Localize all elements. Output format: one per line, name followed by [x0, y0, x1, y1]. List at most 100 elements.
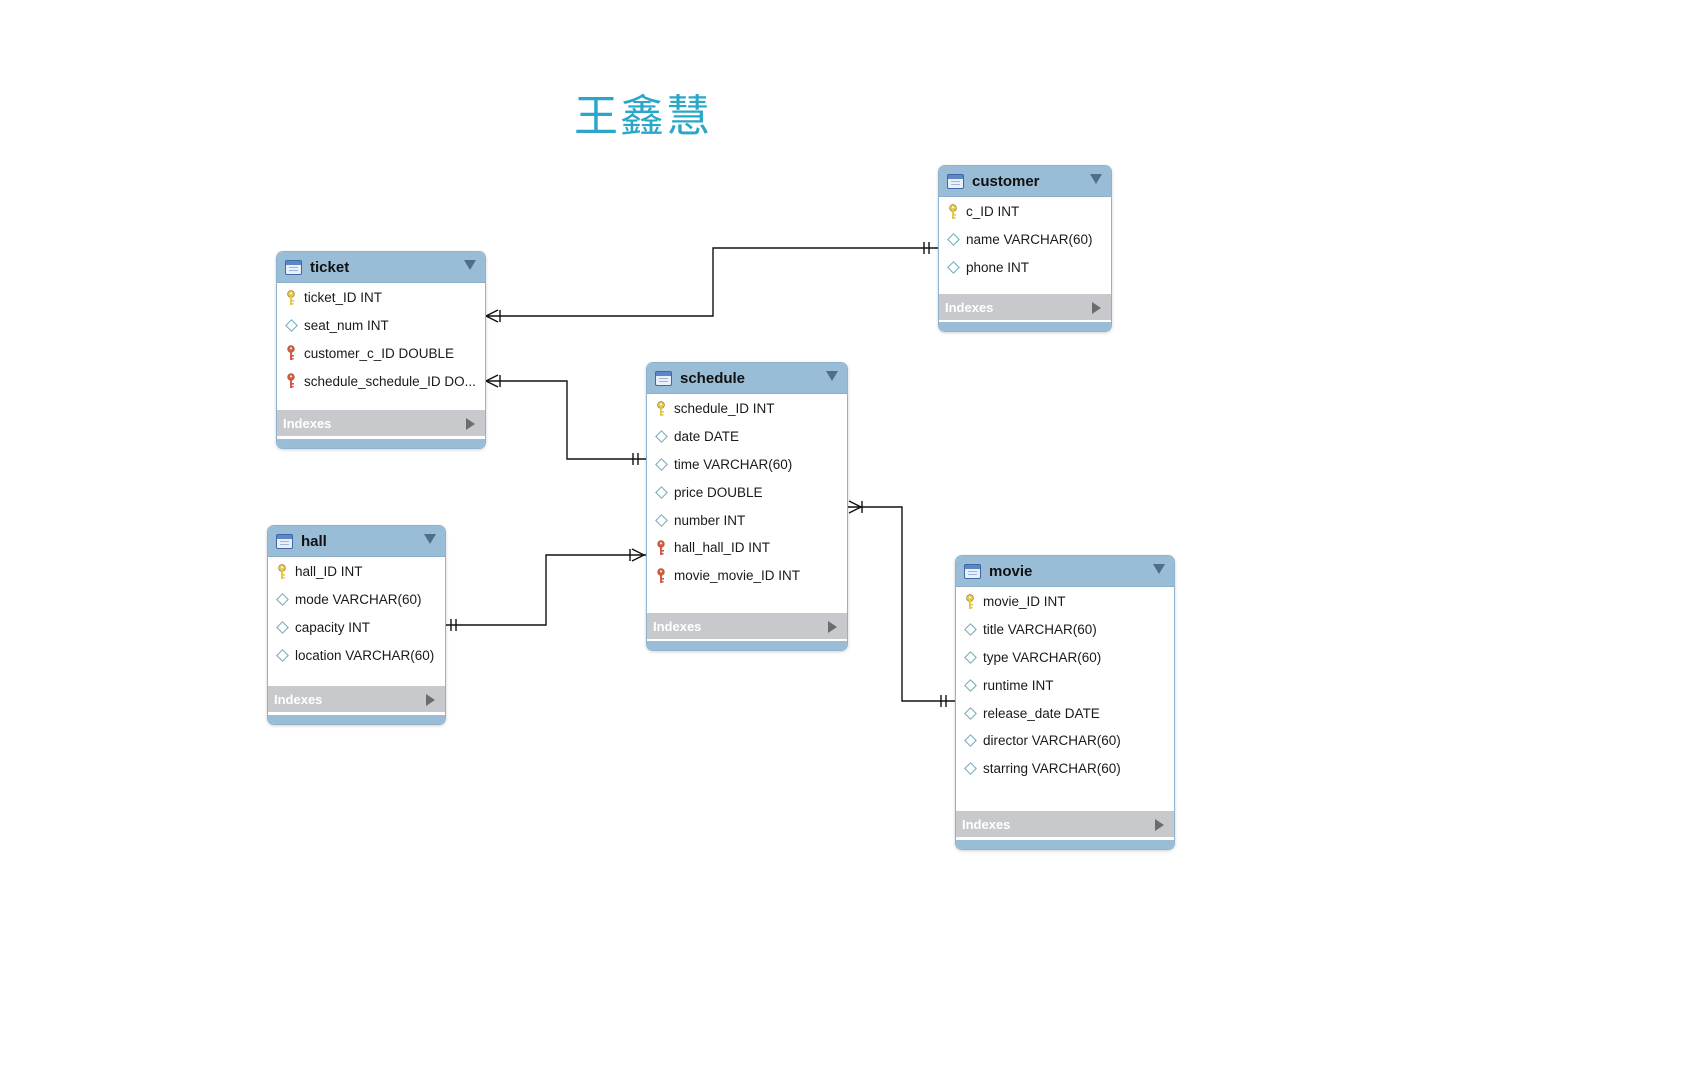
table-ticket[interactable]: ticket ticket_ID INT seat_num INT customer…: [276, 251, 486, 449]
column-row[interactable]: price DOUBLE: [647, 478, 847, 506]
indexes-section[interactable]: Indexes: [277, 410, 485, 436]
collapse-arrow-icon[interactable]: [1153, 564, 1165, 574]
table-customer[interactable]: customer c_ID INT name VARCHAR(60) phone I…: [938, 165, 1112, 332]
column-icon: [653, 540, 669, 556]
column-icon: [962, 762, 978, 776]
primary-key-icon: [278, 564, 286, 579]
table-header[interactable]: hall: [268, 526, 445, 557]
column-diamond-icon: [963, 678, 977, 692]
column-icon: [945, 204, 961, 220]
expand-arrow-icon[interactable]: [828, 621, 837, 633]
column-row[interactable]: seat_num INT: [277, 312, 485, 340]
relationship-ticket-customer[interactable]: [484, 247, 938, 317]
column-row[interactable]: ticket_ID INT: [277, 284, 485, 312]
column-row[interactable]: runtime INT: [956, 671, 1174, 699]
collapse-arrow-icon[interactable]: [464, 260, 476, 270]
indexes-label: Indexes: [945, 299, 994, 315]
column-row[interactable]: capacity INT: [268, 614, 445, 642]
foreign-key-icon: [287, 373, 295, 389]
column-row[interactable]: movie_movie_ID INT: [647, 562, 847, 590]
foreign-key-icon: [287, 345, 295, 361]
expand-arrow-icon[interactable]: [1155, 819, 1164, 831]
column-label: runtime INT: [983, 677, 1054, 693]
column-diamond-icon: [963, 623, 977, 637]
column-row[interactable]: hall_ID INT: [268, 558, 445, 586]
one-mark-movie: [940, 695, 947, 707]
column-row[interactable]: hall_hall_ID INT: [647, 534, 847, 562]
table-header[interactable]: ticket: [277, 252, 485, 283]
column-label: date DATE: [674, 429, 740, 445]
column-row[interactable]: customer_c_ID DOUBLE: [277, 340, 485, 368]
crowfoot-many-schedule-hall: [629, 548, 646, 562]
table-header[interactable]: schedule: [647, 363, 847, 394]
column-label: seat_num INT: [304, 318, 389, 334]
column-row[interactable]: schedule_schedule_ID DO...: [277, 367, 485, 395]
column-icon: [962, 623, 978, 637]
expand-arrow-icon[interactable]: [466, 418, 475, 430]
column-row[interactable]: starring VARCHAR(60): [956, 755, 1174, 783]
collapse-arrow-icon[interactable]: [826, 371, 838, 381]
column-row[interactable]: release_date DATE: [956, 699, 1174, 727]
column-row[interactable]: mode VARCHAR(60): [268, 586, 445, 614]
column-row[interactable]: location VARCHAR(60): [268, 641, 445, 669]
column-row[interactable]: phone INT: [939, 254, 1111, 282]
expand-arrow-icon[interactable]: [426, 694, 435, 706]
column-diamond-icon: [963, 762, 977, 776]
column-diamond-icon: [654, 458, 668, 471]
column-label: time VARCHAR(60): [674, 456, 793, 472]
column-diamond-icon: [654, 485, 668, 499]
table-name: hall: [301, 532, 327, 550]
indexes-section[interactable]: Indexes: [939, 294, 1111, 320]
collapse-arrow-icon[interactable]: [1090, 174, 1102, 184]
primary-key-icon: [949, 204, 957, 219]
column-label: capacity INT: [295, 619, 371, 635]
indexes-section[interactable]: Indexes: [956, 811, 1174, 837]
expand-arrow-icon[interactable]: [1092, 302, 1101, 314]
table-header[interactable]: customer: [939, 166, 1111, 197]
column-list: movie_ID INT title VARCHAR(60) type VARCHA…: [956, 587, 1174, 783]
relationship-schedule-hall[interactable]: [445, 554, 646, 626]
one-mark-schedule-ticket: [632, 453, 639, 465]
relationship-schedule-movie[interactable]: [847, 506, 955, 702]
indexes-section[interactable]: Indexes: [268, 686, 445, 712]
column-label: title VARCHAR(60): [983, 622, 1097, 638]
column-icon: [283, 319, 299, 333]
table-header[interactable]: movie: [956, 556, 1174, 587]
column-row[interactable]: movie_ID INT: [956, 588, 1174, 616]
table-footer: [277, 439, 485, 448]
column-row[interactable]: date DATE: [647, 423, 847, 451]
column-icon: [283, 345, 299, 361]
column-diamond-icon: [963, 706, 977, 720]
column-row[interactable]: time VARCHAR(60): [647, 451, 847, 479]
relationship-ticket-schedule[interactable]: [484, 380, 647, 460]
column-icon: [945, 261, 961, 274]
table-icon: [655, 370, 672, 386]
column-label: location VARCHAR(60): [295, 647, 435, 663]
table-schedule[interactable]: schedule schedule_ID INT date DATE time VA…: [646, 362, 848, 651]
column-row[interactable]: number INT: [647, 506, 847, 534]
column-row[interactable]: type VARCHAR(60): [956, 644, 1174, 672]
column-icon: [653, 458, 669, 471]
column-list: ticket_ID INT seat_num INT customer_c_ID D…: [277, 283, 485, 395]
column-row[interactable]: schedule_ID INT: [647, 395, 847, 423]
column-icon: [653, 513, 669, 527]
column-row[interactable]: name VARCHAR(60): [939, 226, 1111, 254]
column-icon: [283, 290, 299, 306]
column-row[interactable]: director VARCHAR(60): [956, 727, 1174, 755]
table-movie[interactable]: movie movie_ID INT title VARCHAR(60) type …: [955, 555, 1175, 850]
column-diamond-icon: [284, 319, 298, 333]
column-icon: [274, 621, 290, 634]
column-row[interactable]: c_ID INT: [939, 198, 1111, 226]
column-label: movie_ID INT: [983, 594, 1066, 610]
column-label: name VARCHAR(60): [966, 232, 1093, 248]
collapse-arrow-icon[interactable]: [424, 534, 436, 544]
indexes-section[interactable]: Indexes: [647, 613, 847, 639]
column-row[interactable]: title VARCHAR(60): [956, 616, 1174, 644]
table-footer: [268, 715, 445, 724]
column-icon: [962, 594, 978, 610]
column-diamond-icon: [275, 648, 289, 662]
column-label: price DOUBLE: [674, 484, 763, 500]
